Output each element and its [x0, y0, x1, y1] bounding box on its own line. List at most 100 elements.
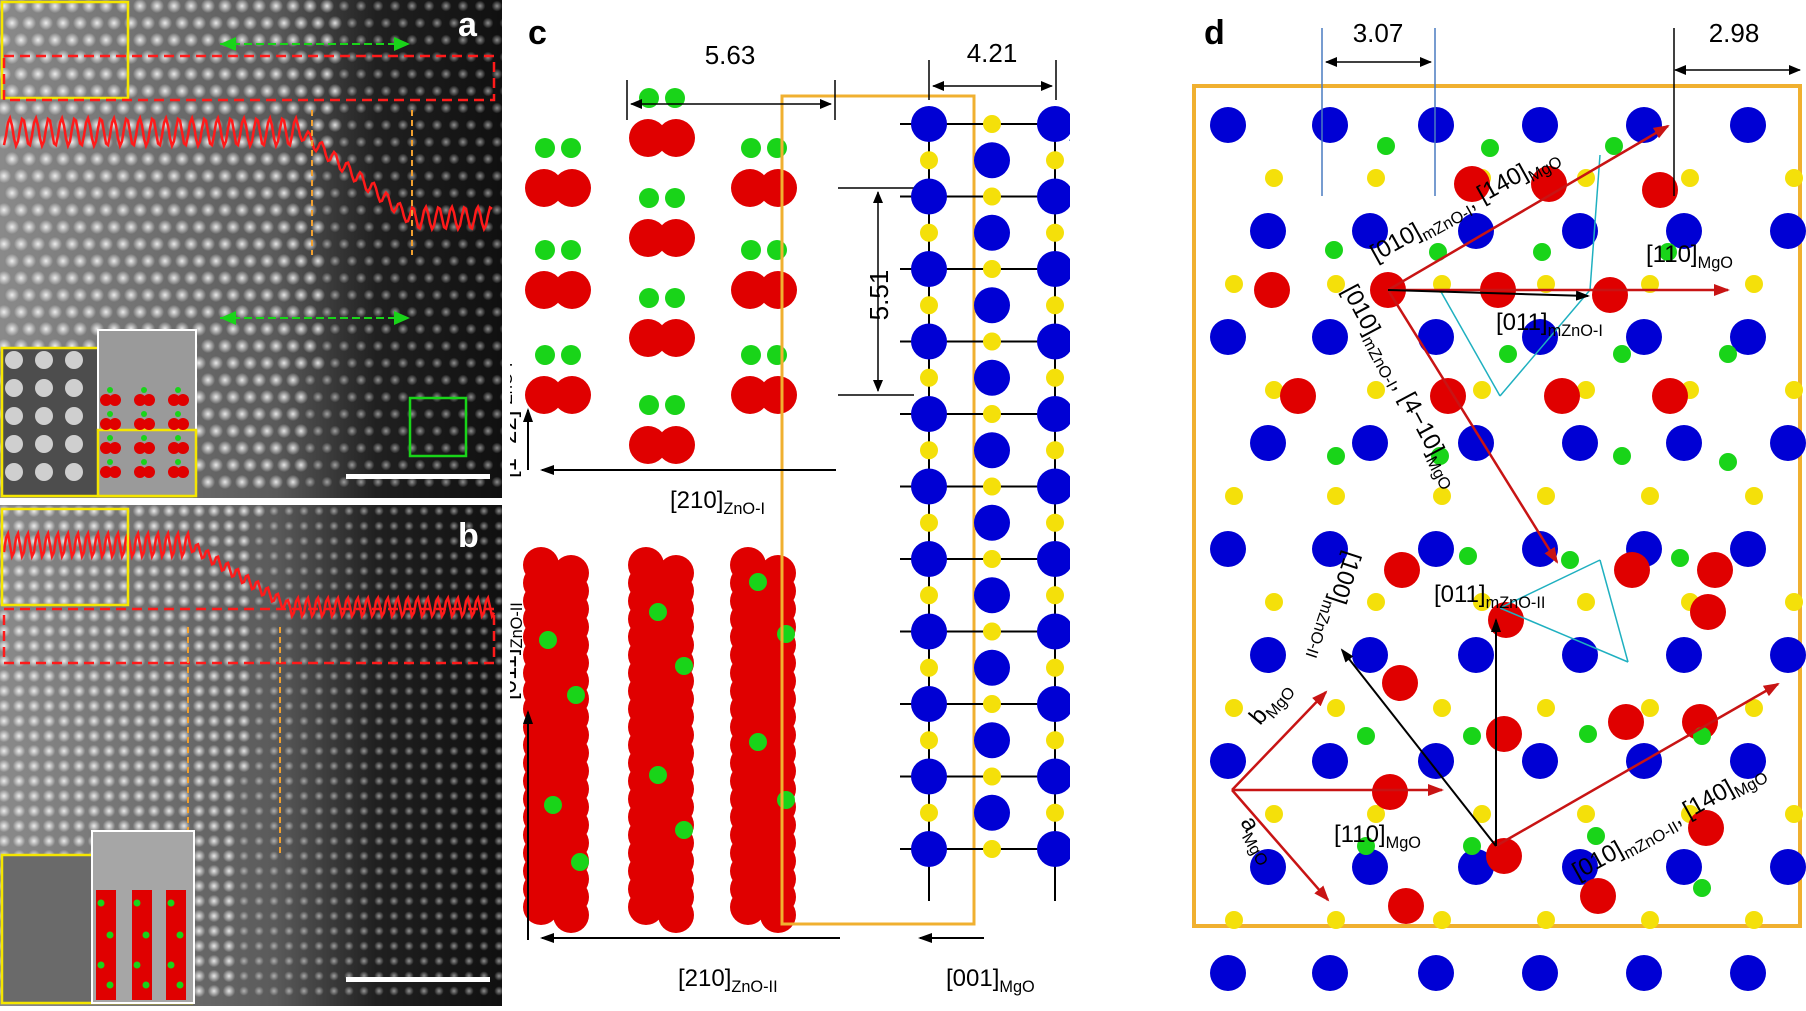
c-dimension-layer: 5.63 4.21 5.51 — [626, 38, 1094, 926]
mg-atom — [974, 214, 1010, 251]
black-direction-arrow — [1387, 289, 1590, 301]
mg-atom — [1562, 425, 1598, 461]
mg-atom — [1458, 637, 1494, 673]
mg-atom — [1037, 106, 1073, 142]
zn-atom — [109, 466, 121, 478]
mg-atom — [1250, 425, 1286, 461]
o-atom — [777, 625, 795, 643]
o-atom — [1433, 275, 1451, 293]
zn-atom — [1430, 378, 1466, 414]
inset-column — [65, 351, 83, 369]
scale-bar — [346, 474, 490, 479]
zn-atom — [759, 271, 797, 309]
o-atom — [767, 138, 787, 158]
o-atom — [1613, 447, 1631, 465]
o-atom — [175, 411, 181, 417]
mg-atom — [911, 468, 947, 505]
mg-atom — [1522, 319, 1558, 355]
o-atom — [920, 368, 938, 387]
mg-atom — [974, 794, 1010, 831]
zn-atom — [143, 442, 155, 454]
o-atom — [1367, 593, 1385, 611]
o-atom — [920, 513, 938, 532]
o-atom — [1046, 586, 1064, 605]
o-atom — [561, 345, 581, 365]
o-atom — [1463, 727, 1481, 745]
o-atom — [1473, 381, 1491, 399]
o-atom — [1367, 169, 1385, 187]
o-atom — [675, 821, 693, 839]
mg-atom — [1666, 425, 1702, 461]
o-atom — [1745, 699, 1763, 717]
mg-atom — [974, 142, 1010, 179]
o-atom — [571, 853, 589, 871]
panel-letter-b: b — [458, 517, 479, 555]
mg-atom — [911, 758, 947, 795]
zn-atom — [177, 466, 189, 478]
o-atom — [175, 459, 181, 465]
o-atom — [1681, 169, 1699, 187]
o-atom — [749, 573, 767, 591]
unit-cell-edge — [1499, 607, 1629, 663]
stem-image-b: b — [0, 505, 502, 1006]
zn-atom — [657, 319, 695, 357]
zn-atom — [134, 466, 146, 478]
o-atom — [983, 767, 1001, 786]
mg-atom — [911, 613, 947, 650]
o-atom — [920, 731, 938, 750]
o-atom — [1537, 275, 1555, 293]
mg-atom — [1312, 743, 1348, 779]
zn-atom — [1580, 878, 1616, 914]
mg-atom — [1037, 831, 1073, 867]
o-atom — [1577, 381, 1595, 399]
o-atom — [1641, 275, 1659, 293]
o-atom — [1046, 441, 1064, 460]
inset-column — [65, 379, 83, 397]
mg-atom — [1730, 319, 1766, 355]
unit-cell-edge — [1589, 154, 1601, 291]
zn-atom — [168, 394, 180, 406]
mg-atom — [1418, 319, 1454, 355]
mg-atom — [1250, 637, 1286, 673]
zn-atom — [525, 376, 563, 414]
o-atom — [920, 658, 938, 677]
c-dim-5-63-label: 5.63 — [705, 40, 756, 70]
o-atom — [749, 733, 767, 751]
o-atom — [1433, 911, 1451, 929]
mg-atom — [1666, 849, 1702, 885]
zn-atom — [731, 271, 769, 309]
o-atom — [741, 345, 761, 365]
profile-region — [2, 54, 496, 102]
green-arrowhead — [220, 311, 236, 325]
inset-column — [5, 379, 23, 397]
o-atom — [1577, 169, 1595, 187]
o-atom — [1327, 275, 1345, 293]
zn-atom — [629, 426, 667, 464]
o-atom — [1429, 243, 1447, 261]
o-atom — [1745, 275, 1763, 293]
o-atom — [920, 223, 938, 242]
zn-column — [132, 890, 152, 1000]
o-atom — [1046, 513, 1064, 532]
mg-atom — [1037, 251, 1073, 287]
zn-atom — [525, 169, 563, 207]
zn-atom — [657, 426, 695, 464]
mg-atom — [1037, 468, 1073, 505]
o-atom — [1745, 911, 1763, 929]
o-atom — [561, 240, 581, 260]
o-atom — [141, 411, 147, 417]
red-direction-arrow — [1386, 289, 1559, 564]
zn-atom — [553, 169, 591, 207]
zn-atom — [109, 442, 121, 454]
o-atom — [1327, 487, 1345, 505]
o-atom — [539, 631, 557, 649]
zn-atom — [628, 889, 664, 925]
o-atom — [167, 899, 175, 907]
d-dim-3-07-label: 3.07 — [1353, 18, 1404, 48]
inset-column — [35, 407, 53, 425]
zn-atom — [134, 418, 146, 430]
zn-atom — [1592, 277, 1628, 313]
o-atom — [1046, 296, 1064, 315]
o-atom — [983, 695, 1001, 713]
o-atom — [983, 115, 1001, 133]
